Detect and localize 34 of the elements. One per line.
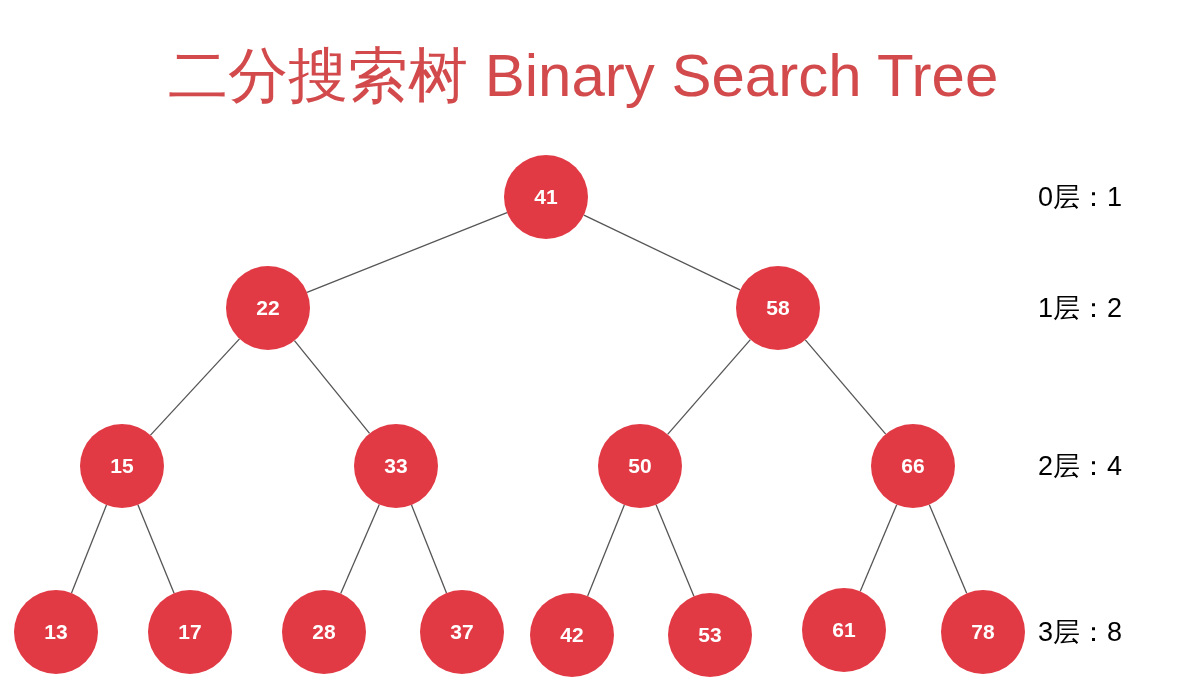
tree-node: 61 — [802, 588, 886, 672]
tree-node: 41 — [504, 155, 588, 239]
tree-node: 66 — [871, 424, 955, 508]
tree-node: 78 — [941, 590, 1025, 674]
connector-line — [293, 340, 371, 434]
tree-node: 53 — [668, 593, 752, 677]
tree-node: 13 — [14, 590, 98, 674]
level-count-label: 2层：4 — [1038, 450, 1123, 483]
tree-node: 15 — [80, 424, 164, 508]
title: 二分搜索树 Binary Search Tree — [168, 41, 999, 111]
level-count-label: 3层：8 — [1038, 616, 1123, 649]
tree-node: 33 — [354, 424, 438, 508]
tree-node: 28 — [282, 590, 366, 674]
level-count-label: 1层：2 — [1038, 292, 1123, 325]
tree-node: 58 — [736, 266, 820, 350]
connector-line — [804, 339, 887, 435]
connector-line — [587, 504, 625, 597]
tree-node: 17 — [148, 590, 232, 674]
tree-node: 37 — [420, 590, 504, 674]
connector-line — [928, 504, 968, 594]
connector-line — [340, 503, 380, 595]
connector-line — [859, 504, 898, 592]
connector-line — [667, 339, 751, 435]
connector-line — [306, 211, 508, 294]
tree-node: 42 — [530, 593, 614, 677]
tree-node: 50 — [598, 424, 682, 508]
tree-node: 22 — [226, 266, 310, 350]
connector-line — [149, 338, 241, 436]
connector-line — [70, 504, 108, 594]
connector-line — [655, 504, 695, 597]
connector-line — [583, 214, 741, 291]
connector-line — [410, 504, 448, 594]
connector-line — [137, 504, 175, 594]
level-count-label: 0层：1 — [1038, 181, 1123, 214]
